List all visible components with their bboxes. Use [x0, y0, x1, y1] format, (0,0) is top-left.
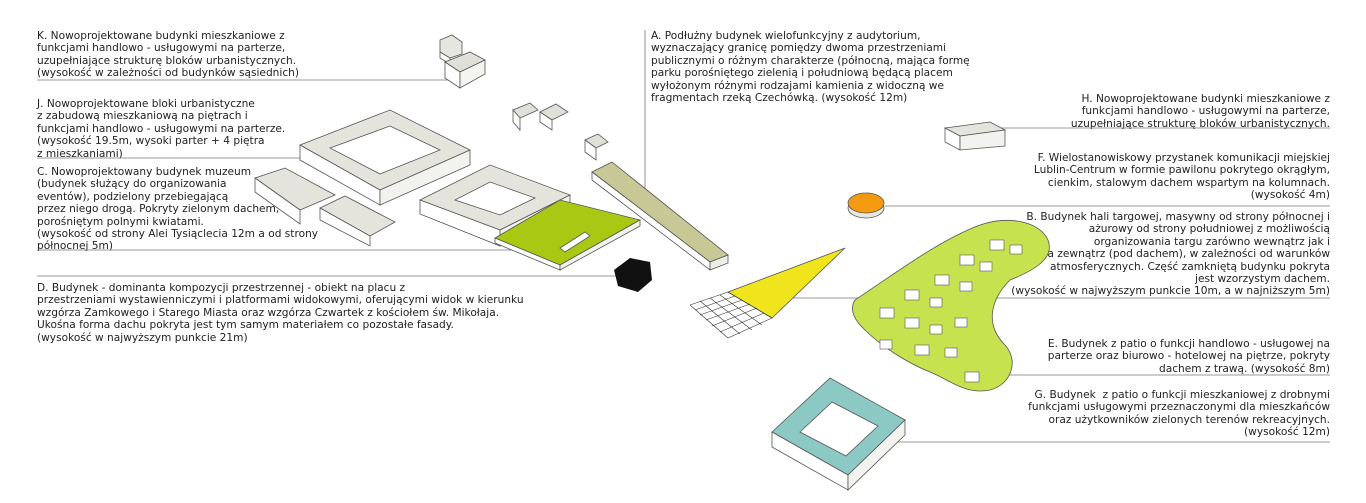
label-f: F. Wielostanowiskowy przystanek komunika…: [1033, 152, 1330, 202]
building-yellow-roof: [689, 247, 846, 339]
label-c: C. Nowoprojektowany budynek muzeum (budy…: [37, 166, 319, 253]
building-h: [943, 121, 1007, 151]
label-h: H. Nowoprojektowane budynki mieszkaniowe…: [1070, 93, 1330, 130]
building-f: [847, 192, 885, 219]
label-g: G. Budynek z patio o funkcji mieszkaniow…: [1028, 389, 1330, 439]
label-d: D. Budynek - dominanta kompozycji przest…: [37, 282, 524, 344]
leader-lines: [37, 30, 1330, 443]
building-c: [494, 199, 642, 271]
label-j: J. Nowoprojektowane bloki urbanistyczne …: [37, 98, 286, 160]
building-k: [439, 34, 609, 161]
label-b: B. Budynek hali targowej, masywny od str…: [1011, 211, 1330, 298]
building-d: [614, 258, 652, 292]
building-b: [852, 220, 1050, 392]
building-j: [254, 109, 571, 247]
building-g: [771, 377, 906, 491]
label-a: A. Podłużny budynek wielofunkcyjny z aud…: [651, 30, 970, 105]
building-a: [591, 161, 729, 271]
label-k: K. Nowoprojektowane budynki mieszkaniowe…: [37, 30, 300, 80]
label-e: E. Budynek z patio o funkcji handlowo - …: [1047, 338, 1330, 375]
